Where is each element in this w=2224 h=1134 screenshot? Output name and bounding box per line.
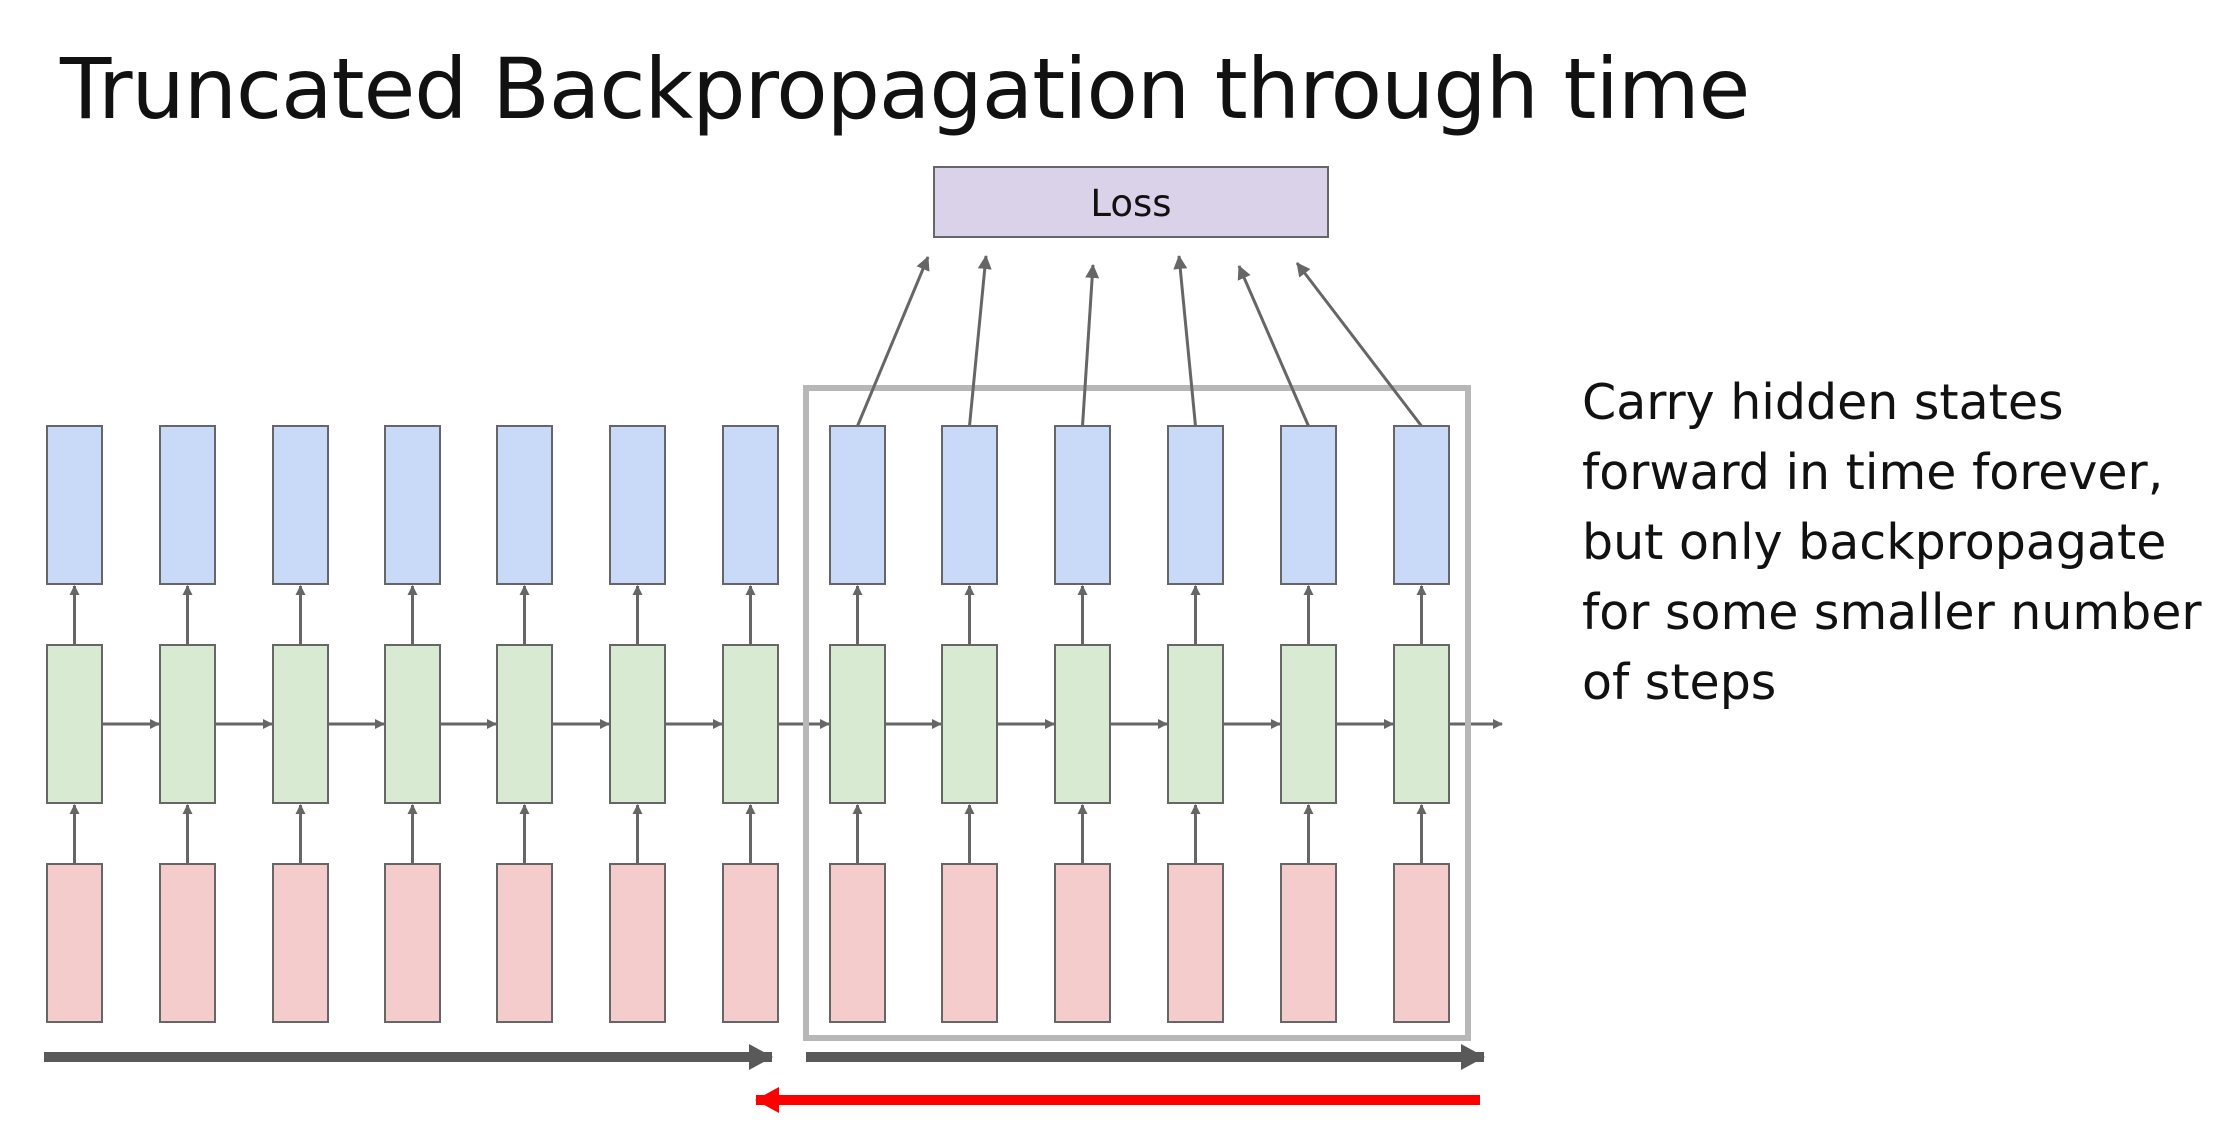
input-box [829, 863, 886, 1023]
note-line: Carry hidden states [1582, 374, 2064, 431]
output-to-loss-arrow [1295, 262, 1423, 427]
timestep-column [384, 425, 497, 1023]
input-box [272, 863, 329, 1023]
note-line: of steps [1582, 654, 1777, 711]
hidden-state-box [1054, 644, 1111, 804]
note-line: but only backpropagate [1582, 514, 2167, 571]
hidden-state-box [722, 644, 779, 804]
output-box [272, 425, 329, 585]
timestep-column [941, 425, 1055, 1023]
hidden-state-box [1393, 644, 1450, 804]
output-box [829, 425, 886, 585]
input-box [1054, 863, 1111, 1023]
timestep-column [1280, 425, 1394, 1023]
output-to-loss-arrow [1237, 265, 1310, 427]
input-box [496, 863, 553, 1023]
output-box [46, 425, 103, 585]
input-box [722, 863, 779, 1023]
hidden-state-box [46, 644, 103, 804]
output-to-loss-arrow [856, 256, 930, 427]
side-note: Carry hidden states forward in time fore… [1582, 368, 2202, 718]
hidden-state-box [384, 644, 441, 804]
output-box [1054, 425, 1111, 585]
input-box [1280, 863, 1337, 1023]
input-box [159, 863, 216, 1023]
output-box [722, 425, 779, 585]
loss-box [933, 166, 1329, 238]
output-box [1167, 425, 1224, 585]
timestep-column [1054, 425, 1168, 1023]
input-box [609, 863, 666, 1023]
slide-title: Truncated Backpropagation through time [60, 40, 1750, 138]
output-box [496, 425, 553, 585]
timestep-column [159, 425, 273, 1023]
input-box [384, 863, 441, 1023]
hidden-state-box [272, 644, 329, 804]
rnn-cells [46, 425, 1503, 1023]
output-box [941, 425, 998, 585]
note-line: forward in time forever, [1582, 444, 2164, 501]
input-box [46, 863, 103, 1023]
hidden-state-box [1167, 644, 1224, 804]
truncation-window-frame [803, 385, 1471, 1041]
output-box [609, 425, 666, 585]
note-line: for some smaller number [1582, 584, 2202, 641]
input-box [941, 863, 998, 1023]
hidden-state-box [829, 644, 886, 804]
hidden-state-box [941, 644, 998, 804]
timestep-column [46, 425, 160, 1023]
timestep-column [1393, 425, 1503, 1023]
timestep-column [496, 425, 610, 1023]
output-box [384, 425, 441, 585]
output-box [159, 425, 216, 585]
hidden-state-box [496, 644, 553, 804]
output-to-loss-arrow [1173, 255, 1197, 427]
timestep-column [722, 425, 830, 1023]
output-to-loss-arrow [968, 255, 992, 427]
output-to-loss-arrows [856, 255, 1423, 427]
hidden-state-box [159, 644, 216, 804]
timestep-column [272, 425, 385, 1023]
hidden-state-box [1280, 644, 1337, 804]
output-box [1393, 425, 1450, 585]
output-box [1280, 425, 1337, 585]
timestep-column [1167, 425, 1281, 1023]
output-to-loss-arrow [1081, 264, 1100, 427]
loss-node: Loss [933, 166, 1329, 238]
timestep-column [609, 425, 723, 1023]
loss-label: Loss [1090, 182, 1171, 225]
hidden-state-box [609, 644, 666, 804]
input-box [1393, 863, 1450, 1023]
timestep-column [829, 425, 942, 1023]
input-box [1167, 863, 1224, 1023]
